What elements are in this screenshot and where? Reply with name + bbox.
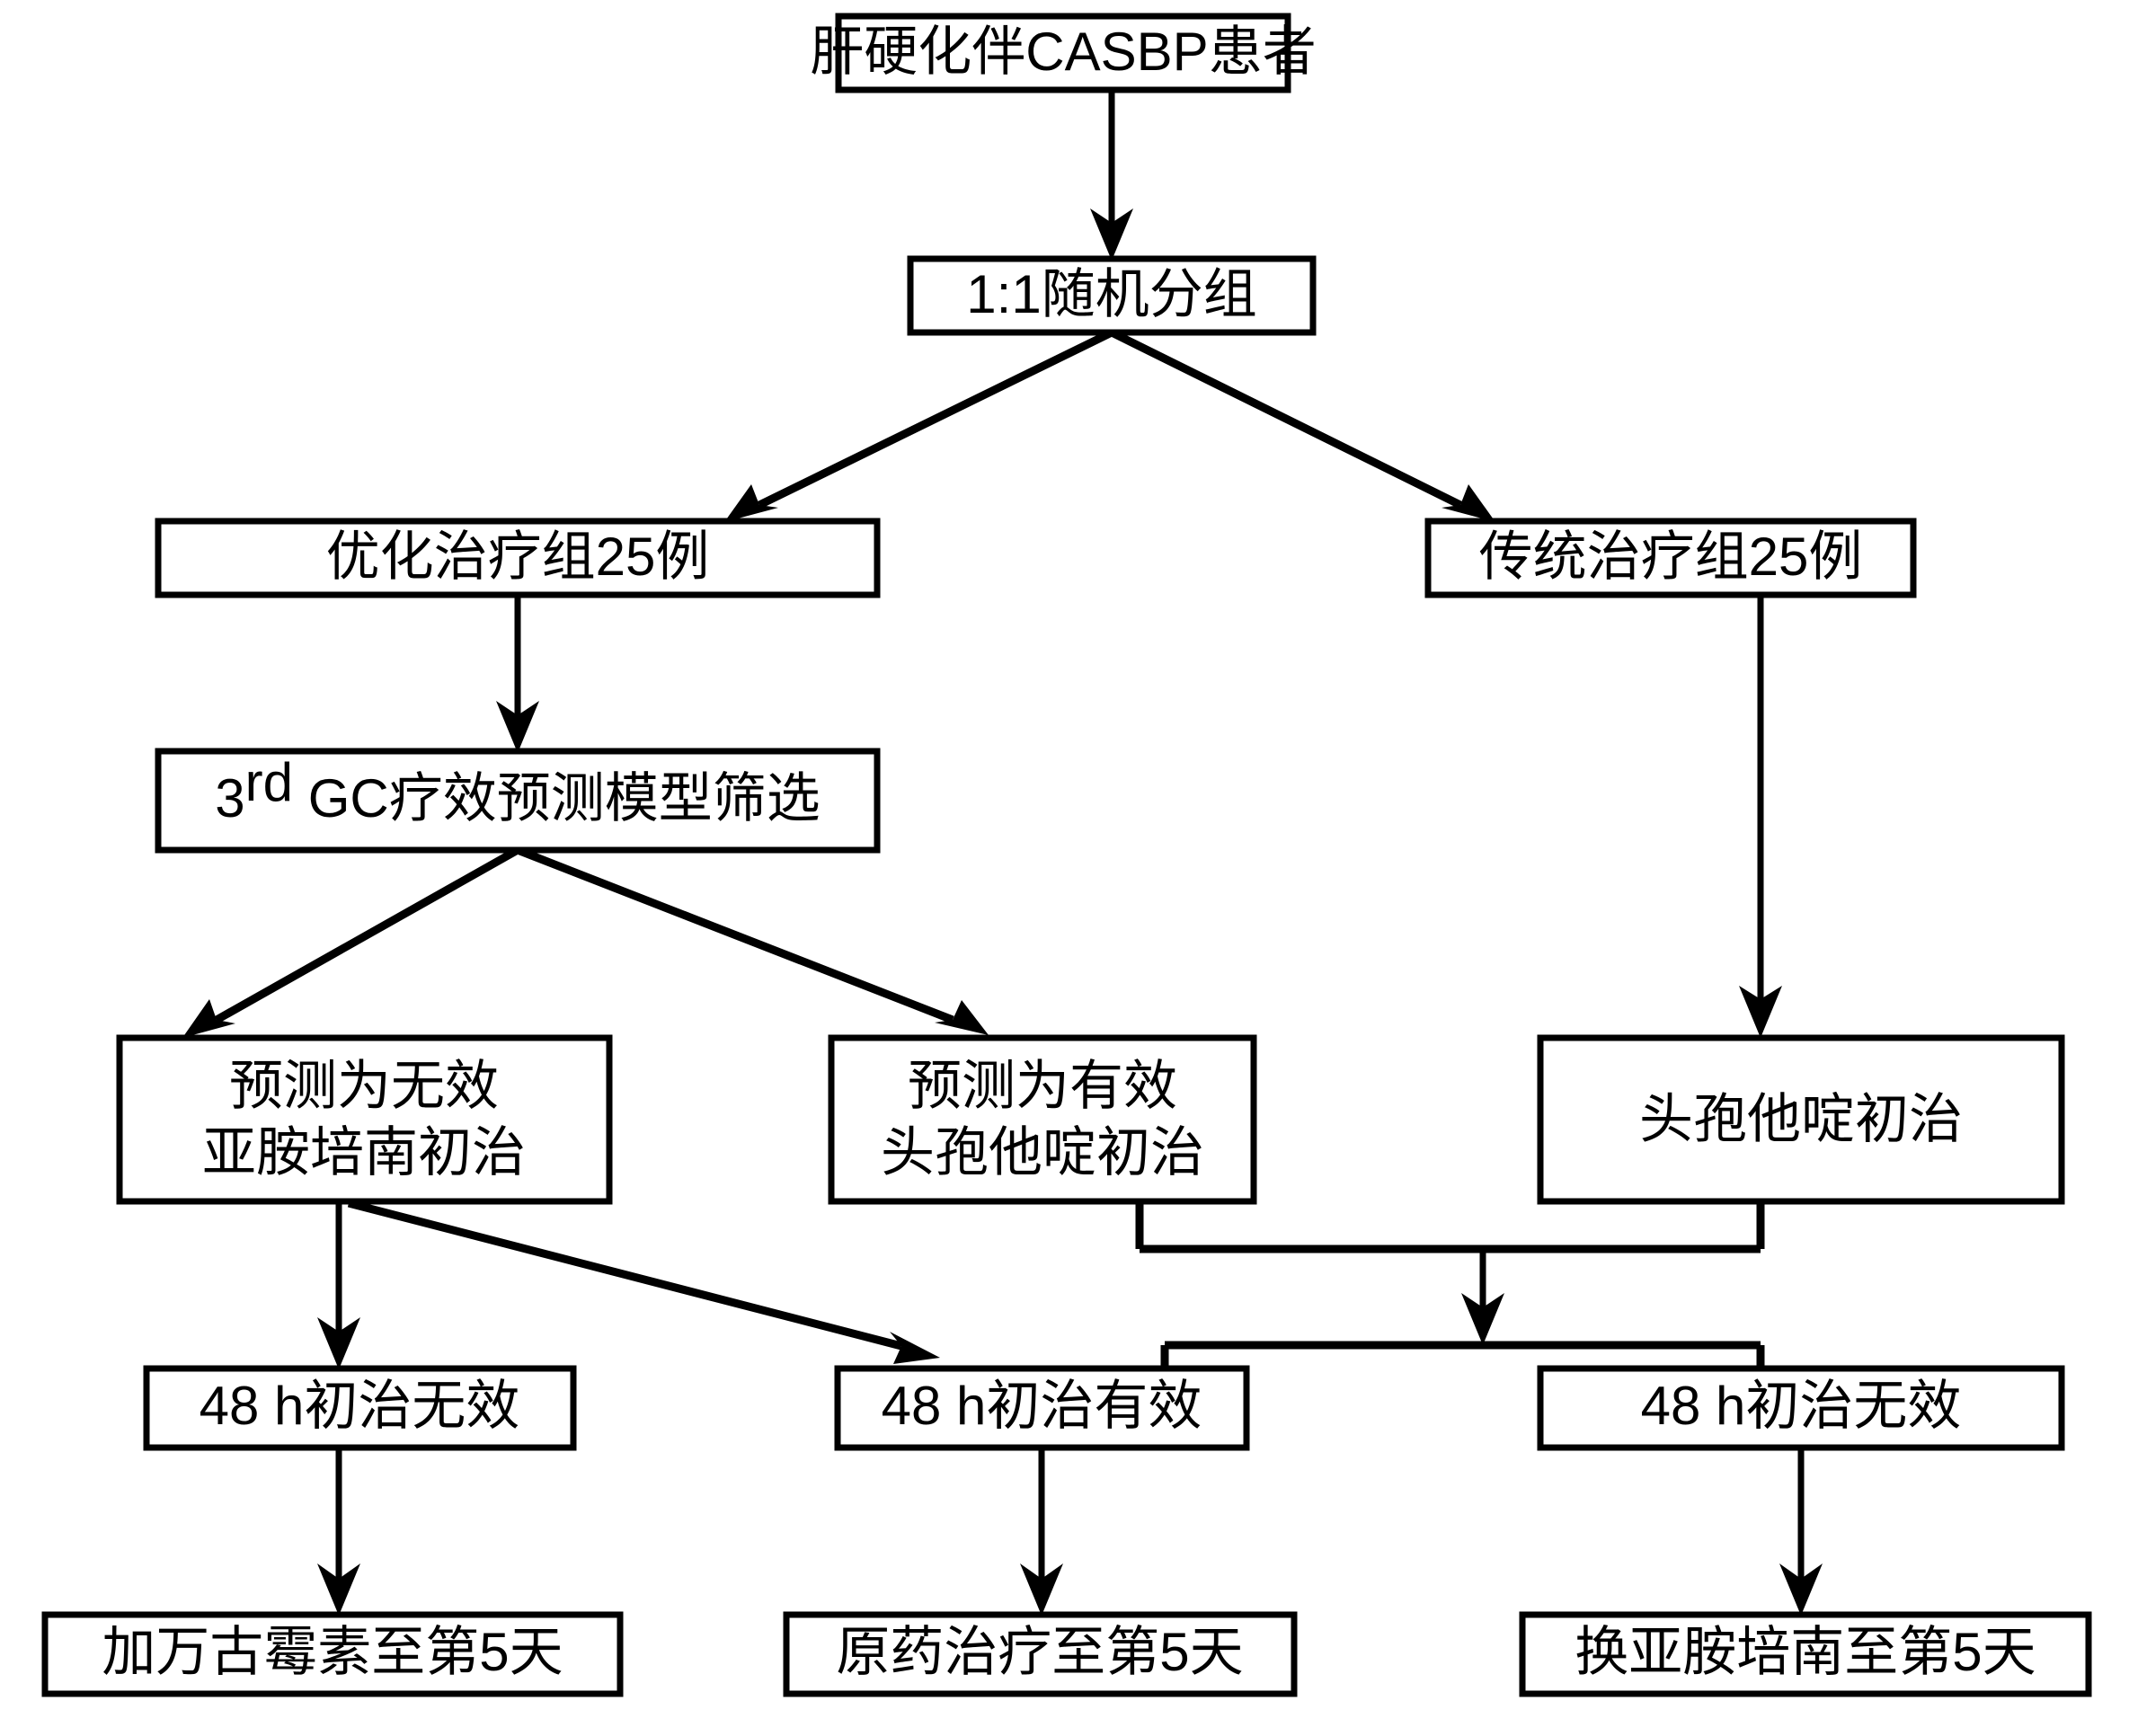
node-predicted-effective[interactable]: 预测为有效 头孢他啶初治 xyxy=(828,1034,1257,1205)
nodes-layer: 肝硬化伴CASBP患者 1:1随机分组 优化治疗组25例 传统治疗组25例 xyxy=(41,13,2092,1697)
node-predicted-ineffective-line2: 亚胺培南初治 xyxy=(202,1122,526,1182)
node-gc-model-superscript: rd xyxy=(245,752,293,812)
node-predicted-ineffective[interactable]: 预测为无效 亚胺培南初治 xyxy=(116,1034,613,1205)
node-randomization-label: 1:1随机分组 xyxy=(966,264,1256,324)
node-right-48h-ineffective[interactable]: 48 h初治无效 xyxy=(1537,1365,2065,1451)
node-mid-48h-effective[interactable]: 48 h初治有效 xyxy=(834,1365,1250,1451)
node-predicted-effective-line2: 头孢他啶初治 xyxy=(881,1122,1204,1182)
node-mid-48h-effective-label: 48 h初治有效 xyxy=(882,1376,1202,1436)
edge-randomization-to-conventional xyxy=(1110,328,1495,522)
edge-mid48h-to-original xyxy=(1020,1448,1063,1616)
node-predicted-effective-line1: 预测为有效 xyxy=(908,1056,1177,1116)
edge-left48h-to-vancomycin xyxy=(317,1448,360,1616)
node-randomization[interactable]: 1:1随机分组 xyxy=(907,255,1317,336)
node-add-vancomycin[interactable]: 加万古霉素至第5天 xyxy=(41,1611,624,1697)
node-gc-model-suffix: GC疗效预测模型筛选 xyxy=(293,768,821,828)
node-continue-original-label: 原药治疗至第5天 xyxy=(836,1622,1243,1682)
edges-layer xyxy=(182,90,1823,1616)
node-optimized-group[interactable]: 优化治疗组25例 xyxy=(155,518,881,598)
node-ceftazidime-initial[interactable]: 头孢他啶初治 xyxy=(1537,1034,2065,1205)
node-switch-imipenem-label: 换亚胺培南至第5天 xyxy=(1575,1622,2036,1682)
node-left-48h-ineffective[interactable]: 48 h初治无效 xyxy=(143,1365,577,1451)
edge-patients-to-randomization xyxy=(1090,90,1133,261)
edge-merge-split-ceftazidime xyxy=(1135,1201,1765,1370)
node-left-48h-ineffective-label: 48 h初治无效 xyxy=(200,1376,520,1436)
edge-optimized-to-gcmodel xyxy=(496,595,539,753)
edge-right48h-to-imipenem xyxy=(1779,1448,1823,1616)
node-optimized-group-label: 优化治疗组25例 xyxy=(326,527,710,587)
edge-ineffective-to-left48h xyxy=(317,1201,360,1369)
node-ceftazidime-initial-label: 头孢他啶初治 xyxy=(1639,1089,1963,1149)
node-gc-model[interactable]: 3rd GC疗效预测模型筛选 xyxy=(155,748,881,854)
node-gc-model-prefix: 3 xyxy=(215,768,244,828)
edge-conventional-to-ceftazidime xyxy=(1739,595,1782,1038)
node-gc-model-label: 3rd GC疗效预测模型筛选 xyxy=(215,752,820,828)
node-patients[interactable]: 肝硬化伴CASBP患者 xyxy=(810,13,1317,93)
node-add-vancomycin-label: 加万古霉素至第5天 xyxy=(102,1622,563,1682)
node-continue-original[interactable]: 原药治疗至第5天 xyxy=(783,1611,1298,1697)
node-switch-imipenem[interactable]: 换亚胺培南至第5天 xyxy=(1519,1611,2092,1697)
node-conventional-group[interactable]: 传统治疗组25例 xyxy=(1424,518,1917,598)
node-predicted-ineffective-line1: 预测为无效 xyxy=(229,1056,499,1116)
node-patients-label: 肝硬化伴CASBP患者 xyxy=(810,22,1316,82)
edge-randomization-to-optimized xyxy=(724,328,1113,522)
node-conventional-group-label: 传统治疗组25例 xyxy=(1479,527,1863,587)
edge-gcmodel-to-predicted-ineffective xyxy=(182,846,520,1038)
edge-ineffective-to-mid48h xyxy=(347,1199,940,1364)
edge-gcmodel-to-predicted-effective xyxy=(516,846,989,1035)
node-right-48h-ineffective-label: 48 h初治无效 xyxy=(1641,1376,1962,1436)
